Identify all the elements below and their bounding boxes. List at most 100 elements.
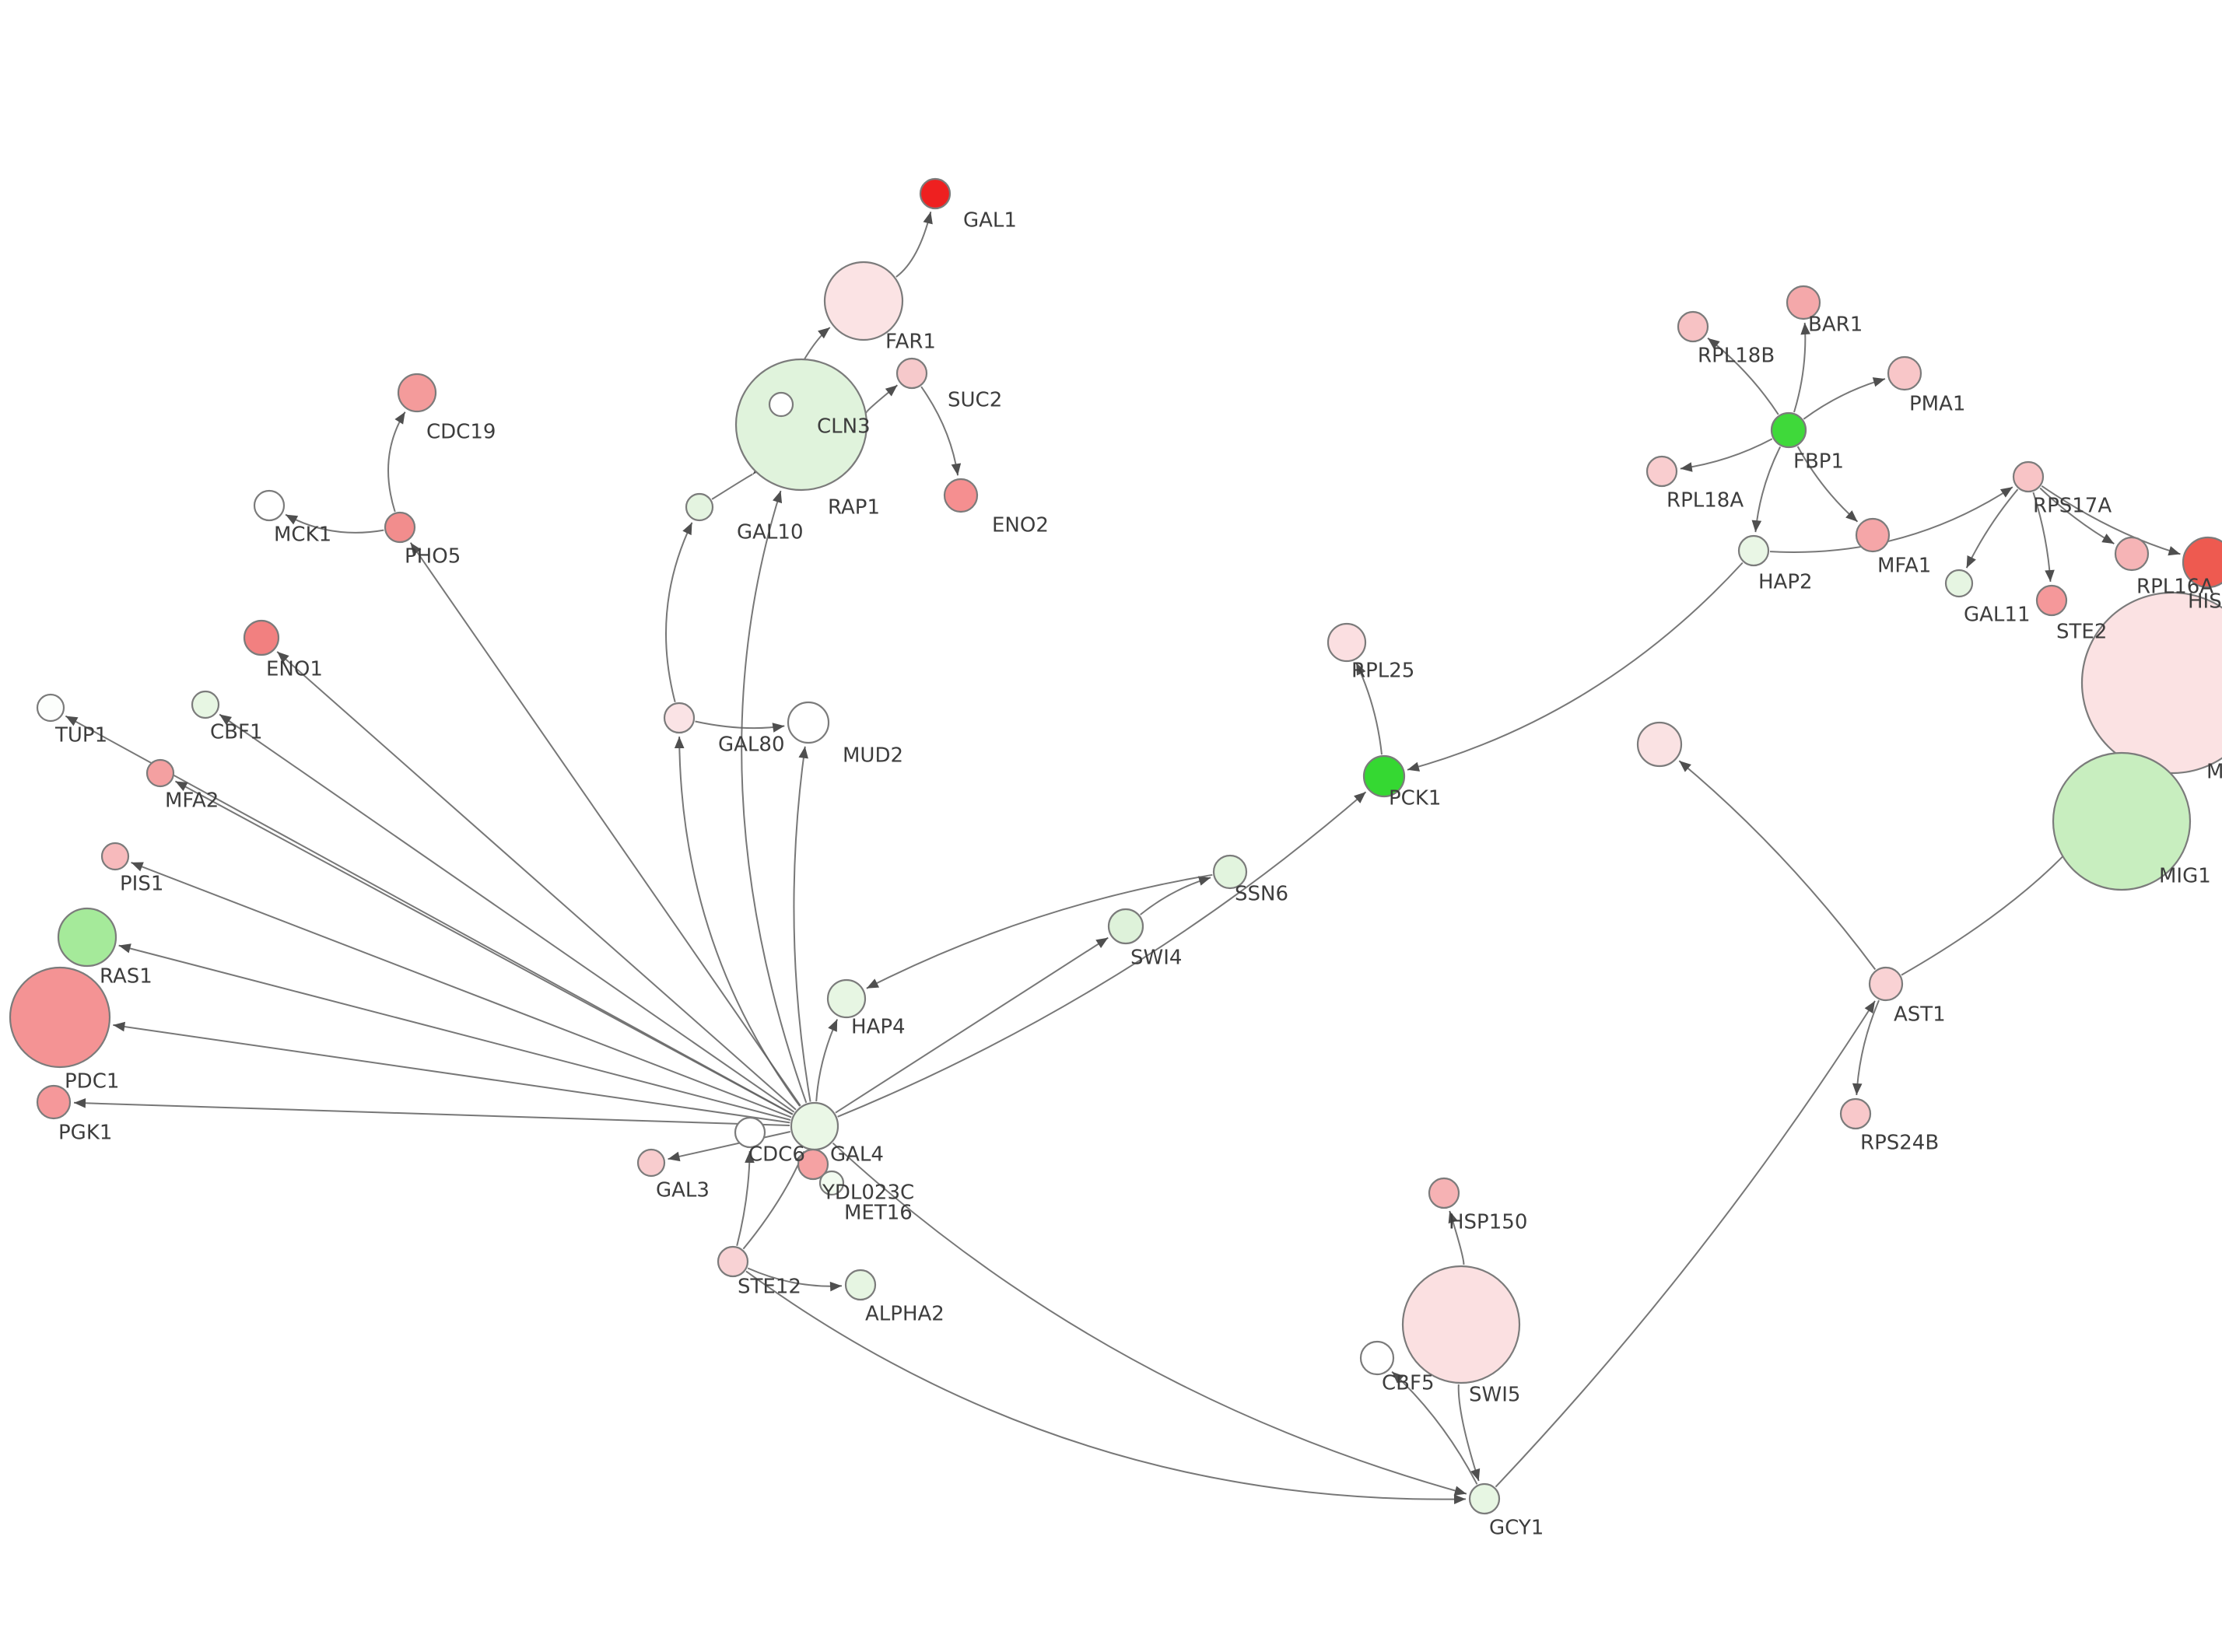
- node-PIS1[interactable]: [100, 842, 130, 871]
- edge-AST1-RPS24B[interactable]: [1856, 999, 1880, 1096]
- edge-HAP2-RPS17A[interactable]: [1769, 486, 2013, 553]
- node-FBP1[interactable]: [1770, 411, 1807, 449]
- node-GAL10[interactable]: [685, 492, 714, 522]
- node-GAL1[interactable]: [919, 177, 952, 210]
- edge-HAP2-PCK1[interactable]: [1407, 562, 1744, 771]
- edge-GAL4-MUD2[interactable]: [793, 746, 811, 1102]
- edge-GCY1-AST1[interactable]: [1495, 1000, 1876, 1488]
- edge-SWI5-GCY1[interactable]: [1457, 1384, 1480, 1482]
- node-CBF5[interactable]: [1359, 1340, 1395, 1376]
- node-HAP2[interactable]: [1737, 534, 1770, 567]
- edge-GAL4-PGK1[interactable]: [73, 1101, 790, 1126]
- node-MET16[interactable]: [818, 1170, 845, 1196]
- node-RPL18A[interactable]: [1645, 455, 1678, 488]
- node-AST1[interactable]: [1868, 966, 1904, 1002]
- node-HAP4[interactable]: [826, 978, 867, 1019]
- edge-AST1-NODEX[interactable]: [1678, 760, 1877, 971]
- node-ALPHA2[interactable]: [844, 1269, 877, 1301]
- node-RAS1[interactable]: [57, 907, 117, 968]
- arrowhead-AST1-RPS24B: [1852, 1083, 1863, 1096]
- edge-GAL4-GCY1[interactable]: [832, 1142, 1467, 1495]
- edge-GAL4-PHO5[interactable]: [409, 542, 801, 1107]
- node-YDL023C[interactable]: [797, 1148, 829, 1181]
- edge-GAL4-RAS1[interactable]: [118, 944, 791, 1121]
- edge-GAL4-CBF1[interactable]: [219, 713, 795, 1113]
- edge-GCY1-CBF5[interactable]: [1391, 1370, 1478, 1485]
- edge-GAL4-ENO1[interactable]: [276, 651, 797, 1111]
- node-GAL80[interactable]: [663, 702, 696, 734]
- node-CDC19[interactable]: [397, 373, 437, 413]
- node-CDC6[interactable]: [734, 1116, 766, 1149]
- node-RPL16A[interactable]: [2114, 536, 2150, 572]
- node-PHO5[interactable]: [384, 511, 416, 544]
- edge-GAL4-PCK1[interactable]: [837, 791, 1367, 1118]
- edge-GAL4-SWI4[interactable]: [835, 936, 1109, 1114]
- node-STE2[interactable]: [2035, 584, 2068, 617]
- edge-GAL4-PIS1[interactable]: [131, 861, 792, 1118]
- node-MCK1[interactable]: [253, 489, 286, 522]
- edge-GAL10-RAP1[interactable]: [711, 473, 754, 500]
- node-SWI4[interactable]: [1107, 908, 1144, 945]
- edge-FBP1-HAP2[interactable]: [1754, 446, 1782, 533]
- edge-GAL80-GAL10[interactable]: [665, 522, 693, 702]
- node-NODEX[interactable]: [1636, 721, 1683, 768]
- edge-RPS17A-GAL11[interactable]: [1965, 488, 2019, 569]
- node-RAP1[interactable]: [734, 358, 868, 492]
- node-SWI5[interactable]: [1401, 1265, 1521, 1384]
- edge-STE12-GCY1[interactable]: [745, 1270, 1467, 1500]
- edge-GAL4-GAL80[interactable]: [678, 736, 801, 1107]
- node-HIS4[interactable]: [2182, 536, 2222, 589]
- edge-GAL80-MUD2[interactable]: [695, 720, 785, 730]
- edge-GAL4-GAL3[interactable]: [668, 1131, 791, 1160]
- node-GCY1[interactable]: [1468, 1482, 1501, 1515]
- node-PMA1[interactable]: [1887, 355, 1922, 391]
- node-label-RAP1: RAP1: [828, 495, 880, 519]
- node-PGK1[interactable]: [36, 1084, 72, 1120]
- edge-SSN6-HAP4[interactable]: [866, 873, 1213, 989]
- node-HSP150[interactable]: [1428, 1177, 1460, 1209]
- node-label-PDC1: PDC1: [65, 1069, 119, 1093]
- edge-FBP1-PMA1[interactable]: [1803, 378, 1886, 420]
- node-STE12[interactable]: [717, 1245, 749, 1278]
- edge-GAL4-PDC1[interactable]: [113, 1024, 790, 1124]
- node-label-AST1: AST1: [1894, 1003, 1946, 1026]
- node-RPS17A[interactable]: [2012, 460, 2045, 493]
- node-MFA2[interactable]: [145, 758, 175, 788]
- edge-RPS17A-HIS4[interactable]: [2041, 485, 2181, 555]
- node-RPL25[interactable]: [1327, 622, 1367, 663]
- node-ENO2[interactable]: [943, 478, 979, 513]
- arrowhead-STE12-CDC6: [745, 1150, 755, 1164]
- edge-FBP1-RPL18B[interactable]: [1707, 337, 1779, 415]
- arrowhead-GAL4-PIS1: [131, 862, 144, 872]
- edge-FBP1-RPL18A[interactable]: [1680, 438, 1773, 470]
- node-SSN6[interactable]: [1212, 854, 1248, 890]
- node-label-RPL16A: RPL16A: [2136, 575, 2213, 598]
- edge-GAL4-RAP1[interactable]: [741, 490, 808, 1104]
- edge-GAL4-TUP1[interactable]: [65, 715, 794, 1115]
- node-PCK1[interactable]: [1362, 754, 1406, 798]
- node-MCM1[interactable]: [2080, 591, 2222, 775]
- node-ENO1[interactable]: [243, 619, 280, 656]
- edge-FBP1-BAR1[interactable]: [1793, 322, 1807, 413]
- node-TUP1[interactable]: [36, 693, 65, 723]
- node-BAR1[interactable]: [1786, 285, 1821, 320]
- node-MIG1[interactable]: [2052, 751, 2192, 891]
- nodes-layer: [9, 177, 2222, 1515]
- node-FAR1[interactable]: [823, 261, 904, 341]
- edge-GAL4-MFA2[interactable]: [174, 780, 794, 1115]
- node-CBF1[interactable]: [191, 690, 220, 719]
- node-SUC2[interactable]: [895, 357, 928, 390]
- node-RPS24B[interactable]: [1839, 1097, 1872, 1130]
- node-label-SUC2: SUC2: [948, 388, 1002, 411]
- edge-GAL4-HAP4[interactable]: [815, 1019, 839, 1102]
- node-MUD2[interactable]: [787, 701, 830, 744]
- node-GAL11[interactable]: [1944, 569, 1974, 598]
- node-PDC1[interactable]: [9, 966, 111, 1069]
- edge-PHO5-CDC19[interactable]: [387, 411, 406, 513]
- node-GAL3[interactable]: [636, 1148, 666, 1178]
- node-MFA1[interactable]: [1855, 517, 1891, 553]
- node-RPL18B[interactable]: [1677, 310, 1709, 343]
- node-CLN3[interactable]: [768, 391, 794, 418]
